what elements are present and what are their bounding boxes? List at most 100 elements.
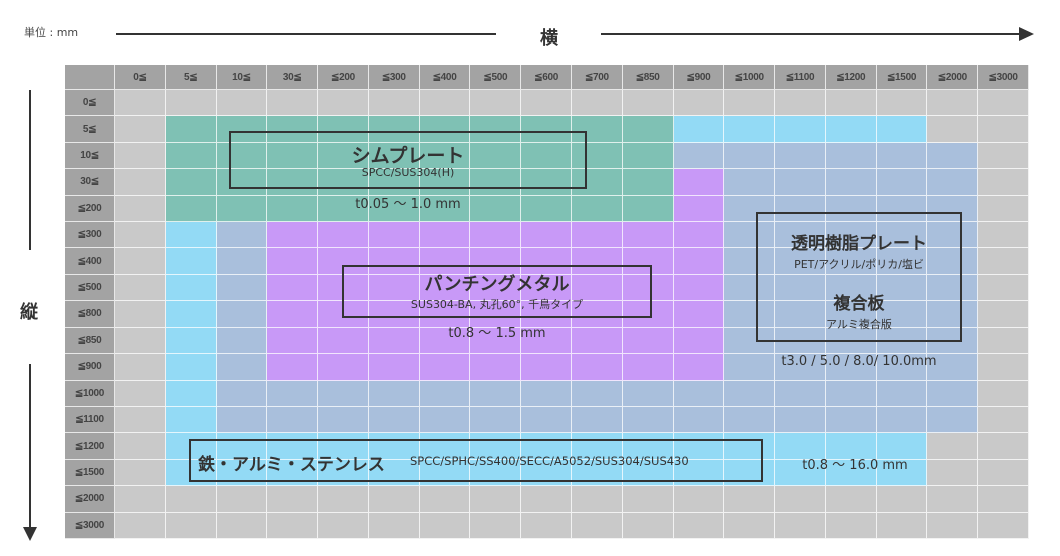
grid-cell-resin (825, 169, 877, 196)
grid-cell-steel (521, 433, 572, 460)
row-header: ≦200 (65, 195, 115, 223)
grid-cell-punching (622, 274, 674, 302)
grid-cell-steel (825, 433, 877, 460)
grid-cell-punching (368, 274, 420, 302)
grid-cell-empty (115, 459, 166, 487)
grid-cell-empty (978, 459, 1029, 487)
grid-cell-empty (927, 116, 979, 143)
grid-cell-steel (419, 433, 471, 460)
grid-cell-empty (876, 512, 928, 539)
row-header: ≦1000 (65, 380, 115, 407)
vertical-axis-line (29, 364, 31, 529)
grid-cell-resin (724, 301, 776, 328)
grid-cell-resin (419, 380, 471, 407)
grid-cell-empty (115, 354, 166, 381)
grid-cell-resin (927, 274, 979, 302)
grid-cell-steel (572, 433, 623, 460)
grid-cell-shim (470, 169, 522, 196)
grid-cell-steel (775, 433, 826, 460)
grid-cell-resin (927, 142, 979, 170)
grid-cell-resin (724, 406, 776, 434)
grid-cell-punching (419, 248, 471, 275)
grid-cell-empty (419, 512, 471, 539)
grid-cell-shim (165, 195, 217, 223)
grid-cell-empty (470, 486, 522, 513)
grid-cell-punching (368, 222, 420, 249)
punching-box (342, 265, 652, 318)
grid-cell-resin (724, 380, 776, 407)
grid-cell-steel (165, 274, 217, 302)
grid-cell-empty (927, 459, 979, 487)
grid-cell-empty (115, 142, 166, 170)
column-header: 0≦ (115, 65, 166, 90)
row-header: ≦850 (65, 327, 115, 355)
column-header: ≦900 (673, 65, 725, 90)
grid-cell-punching (318, 354, 369, 381)
grid-cell-empty (216, 512, 268, 539)
punching-title: パンチングメタル (424, 274, 570, 295)
grid-cell-empty (876, 486, 928, 513)
resin-box (756, 212, 962, 342)
composite-spec: アルミ複合版 (826, 318, 892, 331)
grid-cell-empty (115, 222, 166, 249)
grid-cell-empty (978, 354, 1029, 381)
grid-cell-empty (978, 90, 1029, 117)
grid-cell-resin (775, 354, 826, 381)
grid-cell-resin (216, 222, 268, 249)
grid-cell-shim (521, 116, 572, 143)
grid-cell-empty (165, 512, 217, 539)
grid-cell-punching (318, 222, 369, 249)
arrow-down-icon (23, 527, 37, 541)
grid-cell-resin (724, 222, 776, 249)
row-header: ≦1500 (65, 459, 115, 487)
grid-cell-empty (115, 301, 166, 328)
grid-cell-empty (622, 90, 674, 117)
grid-cell-resin (876, 248, 928, 275)
grid-cell-resin (927, 248, 979, 275)
grid-cell-punching (368, 301, 420, 328)
resin-spec: PET/アクリル/ポリカ/塩ビ (794, 258, 924, 271)
grid-cell-empty (572, 512, 623, 539)
grid-cell-resin (825, 406, 877, 434)
grid-cell-empty (825, 90, 877, 117)
unit-label: 単位 : mm (24, 26, 79, 39)
grid-cell-empty (927, 512, 979, 539)
grid-cell-resin (927, 406, 979, 434)
grid-cell-resin (724, 354, 776, 381)
grid-cell-punching (419, 301, 471, 328)
steel-title: 鉄・アルミ・ステンレス (198, 455, 385, 475)
shim-thickness: t0.05 ～ 1.0 mm (355, 197, 461, 212)
grid-cell-resin (876, 169, 928, 196)
row-header: 30≦ (65, 169, 115, 196)
grid-cell-empty (368, 486, 420, 513)
grid-cell-shim (318, 142, 369, 170)
grid-cell-empty (825, 512, 877, 539)
row-header: ≦300 (65, 222, 115, 249)
grid-cell-empty (419, 90, 471, 117)
grid-cell-resin (419, 406, 471, 434)
grid-cell-shim (368, 169, 420, 196)
grid-cell-resin (216, 354, 268, 381)
grid-cell-resin (825, 142, 877, 170)
grid-cell-resin (825, 248, 877, 275)
grid-cell-resin (572, 380, 623, 407)
column-header: 5≦ (165, 65, 217, 90)
grid-cell-shim (216, 116, 268, 143)
horizontal-axis-label: 横 (540, 28, 558, 49)
grid-cell-shim (572, 116, 623, 143)
grid-cell-empty (521, 512, 572, 539)
grid-cell-resin (825, 380, 877, 407)
grid-cell-punching (267, 222, 319, 249)
grid-cell-resin (724, 274, 776, 302)
grid-cell-empty (318, 486, 369, 513)
row-header: 10≦ (65, 142, 115, 170)
grid-cell-resin (876, 406, 928, 434)
grid-cell-steel (673, 433, 725, 460)
grid-cell-resin (368, 406, 420, 434)
grid-cell-resin (216, 327, 268, 355)
grid-cell-shim (267, 195, 319, 223)
grid-cell-shim (368, 142, 420, 170)
grid-cell-empty (775, 486, 826, 513)
grid-cell-steel (165, 327, 217, 355)
column-header: 30≦ (267, 65, 319, 90)
